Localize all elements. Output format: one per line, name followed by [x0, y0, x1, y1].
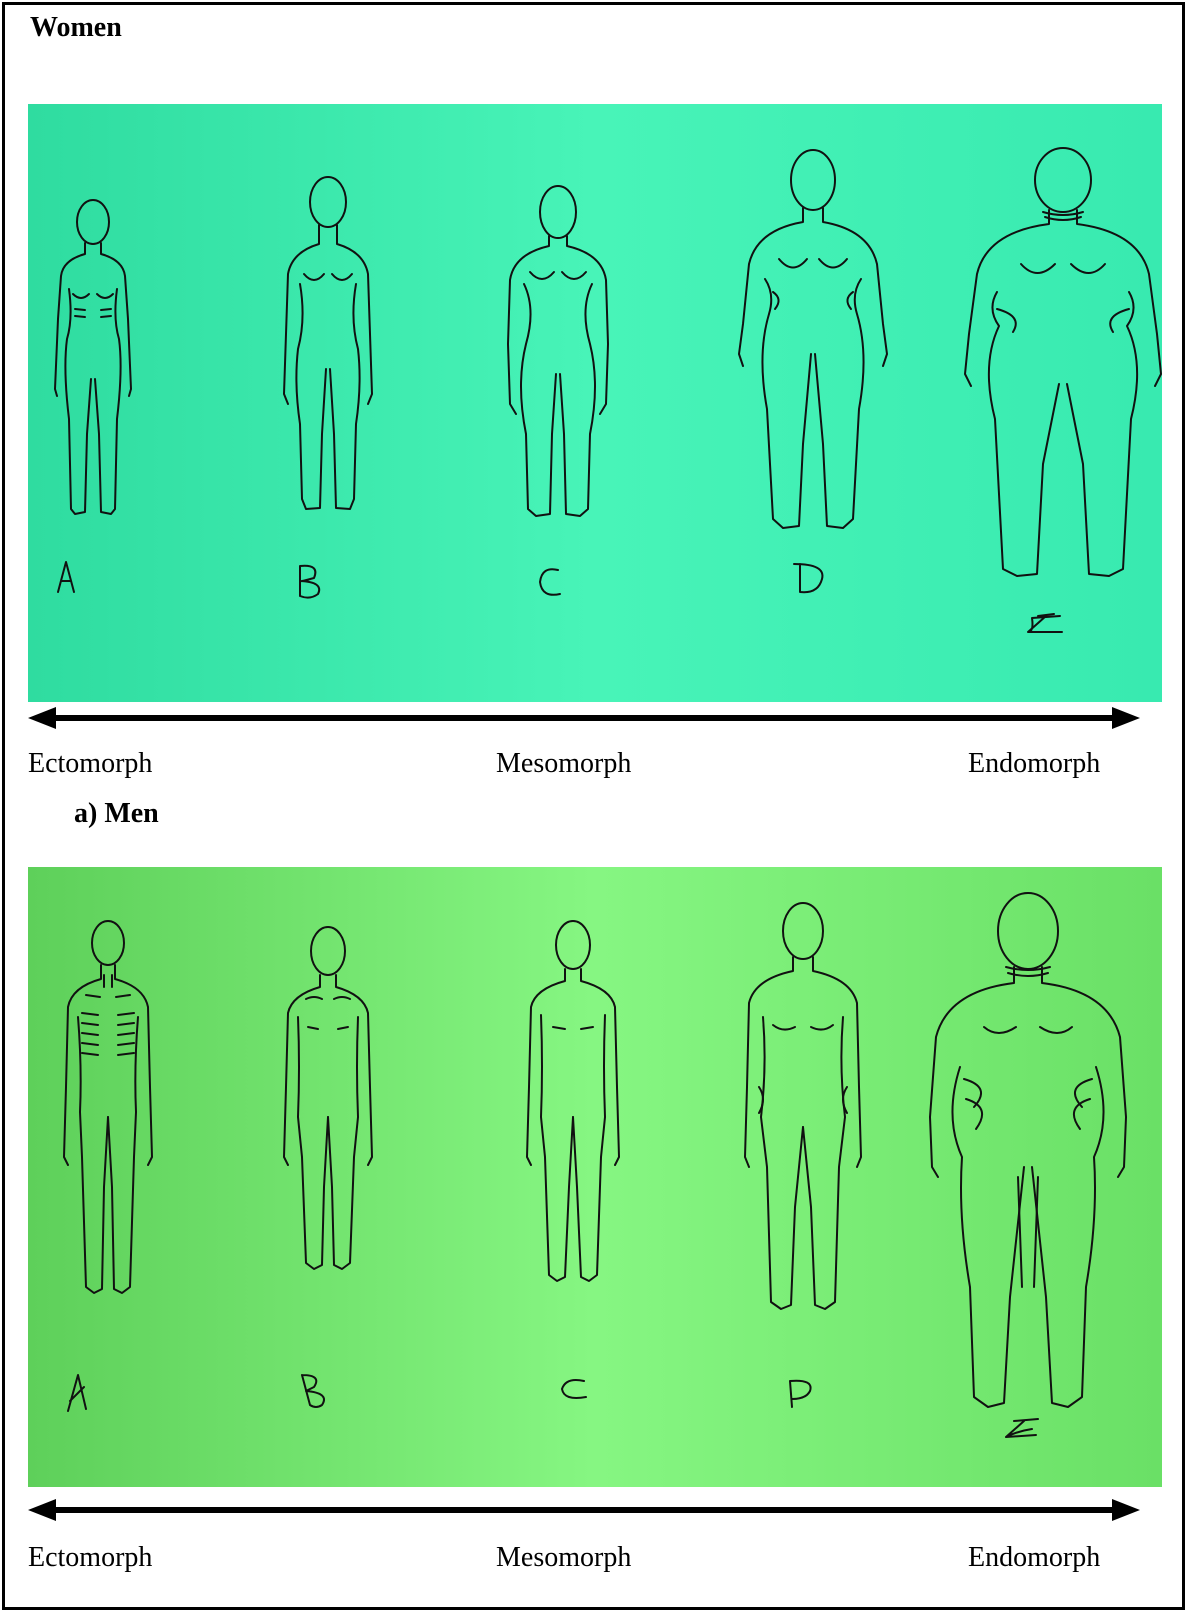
men-scale-ectomorph: Ectomorph — [28, 1542, 152, 1574]
women-body-shape-photo: A B C D E — [28, 104, 1162, 702]
women-scale-endomorph: Endomorph — [968, 748, 1100, 780]
women-scale-ectomorph: Ectomorph — [28, 748, 152, 780]
men-body-shape-photo: A B C D E — [28, 867, 1162, 1487]
men-scale-arrow — [28, 1495, 1140, 1525]
men-scale-mesomorph: Mesomorph — [496, 1542, 631, 1574]
women-scale-mesomorph: Mesomorph — [496, 748, 631, 780]
men-scale-endomorph: Endomorph — [968, 1542, 1100, 1574]
women-heading: Women — [30, 12, 122, 44]
men-heading: a) Men — [74, 798, 159, 830]
women-scale-arrow — [28, 703, 1140, 733]
